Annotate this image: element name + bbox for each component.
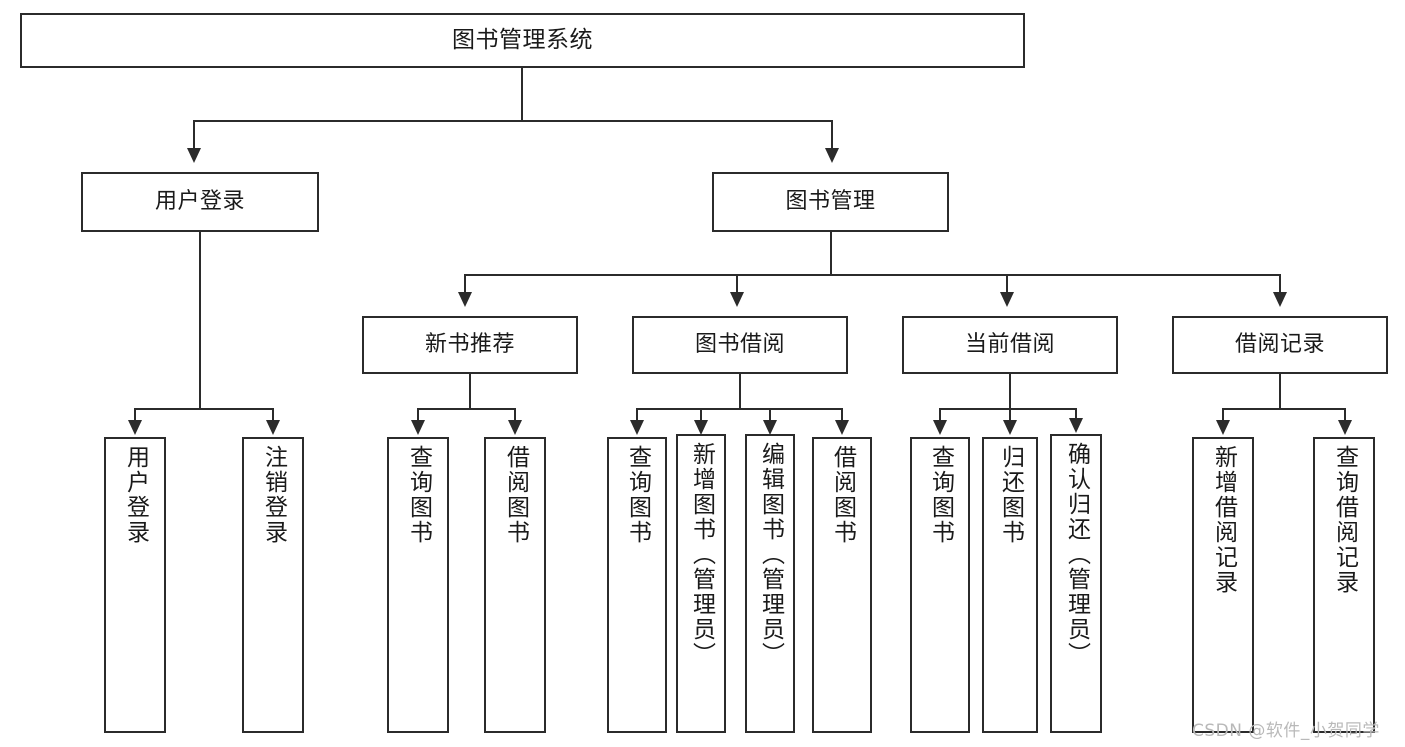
node-leaf-return-book-label: 归还图书 bbox=[997, 445, 1024, 545]
node-leaf-query-book-borrow[interactable]: 查询图书 bbox=[607, 437, 667, 733]
arrowhead-leaf-query-book-borrow bbox=[630, 420, 644, 435]
node-leaf-user-login-label: 用户登录 bbox=[122, 445, 149, 545]
node-leaf-query-book-cur-label: 查询图书 bbox=[927, 445, 954, 545]
connector-borrow-record-bus bbox=[1222, 408, 1344, 410]
connector-new-book-recommend-bus bbox=[417, 408, 515, 410]
node-borrow-record[interactable]: 借阅记录 bbox=[1172, 316, 1388, 374]
connector-root-bus bbox=[193, 120, 833, 122]
arrowhead-current-borrow bbox=[1000, 292, 1014, 307]
connector-user-login-branch-2 bbox=[272, 408, 274, 422]
connector-cb-branch-3 bbox=[1075, 408, 1077, 422]
node-leaf-add-book-admin[interactable]: 新增图书（管理员） bbox=[676, 434, 726, 733]
connector-user-login-stem bbox=[199, 232, 201, 408]
node-leaf-borrow-book-rec-label: 借阅图书 bbox=[502, 445, 529, 545]
arrowhead-book-manage bbox=[825, 148, 839, 163]
node-new-book-recommend-label: 新书推荐 bbox=[424, 332, 515, 358]
connector-br-branch-2 bbox=[1344, 408, 1346, 422]
node-root[interactable]: 图书管理系统 bbox=[20, 13, 1025, 68]
arrowhead-leaf-edit-book-admin bbox=[763, 420, 777, 435]
connector-cb-branch-2 bbox=[1009, 408, 1011, 422]
connector-nbr-branch-1 bbox=[417, 408, 419, 422]
node-user-login[interactable]: 用户登录 bbox=[81, 172, 319, 232]
arrowhead-leaf-user-login bbox=[128, 420, 142, 435]
node-leaf-query-borrow-record[interactable]: 查询借阅记录 bbox=[1313, 437, 1375, 733]
node-borrow-record-label: 借阅记录 bbox=[1234, 332, 1325, 358]
connector-to-current-borrow bbox=[1006, 274, 1008, 294]
node-leaf-add-borrow-record[interactable]: 新增借阅记录 bbox=[1192, 437, 1254, 733]
arrowhead-leaf-add-book-admin bbox=[694, 420, 708, 435]
connector-user-login-bus bbox=[134, 408, 272, 410]
arrowhead-leaf-query-book-rec bbox=[411, 420, 425, 435]
arrowhead-leaf-query-book-cur bbox=[933, 420, 947, 435]
arrowhead-leaf-query-borrow-record bbox=[1338, 420, 1352, 435]
arrowhead-new-book-recommend bbox=[458, 292, 472, 307]
node-leaf-user-login[interactable]: 用户登录 bbox=[104, 437, 166, 733]
node-leaf-edit-book-admin[interactable]: 编辑图书（管理员） bbox=[745, 434, 795, 733]
node-leaf-query-book-rec-label: 查询图书 bbox=[405, 445, 432, 545]
connector-to-book-borrow bbox=[736, 274, 738, 294]
connector-br-branch-1 bbox=[1222, 408, 1224, 422]
node-leaf-add-book-admin-label: 新增图书（管理员） bbox=[688, 442, 715, 667]
arrowhead-user-login bbox=[187, 148, 201, 163]
node-leaf-confirm-return-admin-label: 确认归还（管理员） bbox=[1063, 442, 1090, 667]
csdn-watermark: CSDN @软件_小贺同学 bbox=[1192, 721, 1380, 741]
node-user-login-label: 用户登录 bbox=[154, 189, 245, 215]
node-leaf-add-borrow-record-label: 新增借阅记录 bbox=[1210, 445, 1237, 595]
connector-current-borrow-stem bbox=[1009, 374, 1011, 408]
arrowhead-borrow-record bbox=[1273, 292, 1287, 307]
node-leaf-borrow-book[interactable]: 借阅图书 bbox=[812, 437, 872, 733]
node-leaf-logout[interactable]: 注销登录 bbox=[242, 437, 304, 733]
connector-root-stem bbox=[521, 68, 523, 120]
connector-book-borrow-stem bbox=[739, 374, 741, 408]
node-leaf-query-book-cur[interactable]: 查询图书 bbox=[910, 437, 970, 733]
arrowhead-book-borrow bbox=[730, 292, 744, 307]
connector-root-to-book-manage bbox=[831, 120, 833, 150]
arrowhead-leaf-logout bbox=[266, 420, 280, 435]
node-leaf-return-book[interactable]: 归还图书 bbox=[982, 437, 1038, 733]
node-book-manage[interactable]: 图书管理 bbox=[712, 172, 949, 232]
node-leaf-edit-book-admin-label: 编辑图书（管理员） bbox=[757, 442, 784, 667]
connector-bb-branch-3 bbox=[769, 408, 771, 422]
node-leaf-borrow-book-rec[interactable]: 借阅图书 bbox=[484, 437, 546, 733]
arrowhead-leaf-return-book bbox=[1003, 420, 1017, 435]
node-book-manage-label: 图书管理 bbox=[785, 189, 876, 215]
node-leaf-query-book-borrow-label: 查询图书 bbox=[624, 445, 651, 545]
arrowhead-leaf-add-borrow-record bbox=[1216, 420, 1230, 435]
connector-bb-branch-2 bbox=[700, 408, 702, 422]
connector-new-book-recommend-stem bbox=[469, 374, 471, 408]
connector-borrow-record-stem bbox=[1279, 374, 1281, 408]
node-leaf-borrow-book-label: 借阅图书 bbox=[829, 445, 856, 545]
node-leaf-logout-label: 注销登录 bbox=[260, 445, 287, 545]
connector-bb-branch-4 bbox=[841, 408, 843, 422]
node-root-label: 图书管理系统 bbox=[452, 26, 593, 53]
connector-bb-branch-1 bbox=[636, 408, 638, 422]
arrowhead-leaf-borrow-book-rec bbox=[508, 420, 522, 435]
node-book-borrow[interactable]: 图书借阅 bbox=[632, 316, 848, 374]
connector-to-borrow-record bbox=[1279, 274, 1281, 294]
node-new-book-recommend[interactable]: 新书推荐 bbox=[362, 316, 578, 374]
node-current-borrow-label: 当前借阅 bbox=[964, 332, 1055, 358]
connector-book-borrow-bus bbox=[636, 408, 842, 410]
connector-user-login-branch-1 bbox=[134, 408, 136, 422]
node-leaf-confirm-return-admin[interactable]: 确认归还（管理员） bbox=[1050, 434, 1102, 733]
connector-to-new-book-recommend bbox=[464, 274, 466, 294]
node-current-borrow[interactable]: 当前借阅 bbox=[902, 316, 1118, 374]
node-leaf-query-borrow-record-label: 查询借阅记录 bbox=[1331, 445, 1358, 595]
connector-current-borrow-bus bbox=[939, 408, 1076, 410]
arrowhead-leaf-confirm-return-admin bbox=[1069, 418, 1083, 433]
connector-level3-bus bbox=[464, 274, 1281, 276]
connector-book-manage-stem bbox=[830, 232, 832, 274]
connector-root-to-user-login bbox=[193, 120, 195, 150]
arrowhead-leaf-borrow-book bbox=[835, 420, 849, 435]
node-leaf-query-book-rec[interactable]: 查询图书 bbox=[387, 437, 449, 733]
connector-cb-branch-1 bbox=[939, 408, 941, 422]
node-book-borrow-label: 图书借阅 bbox=[694, 332, 785, 358]
connector-nbr-branch-2 bbox=[514, 408, 516, 422]
